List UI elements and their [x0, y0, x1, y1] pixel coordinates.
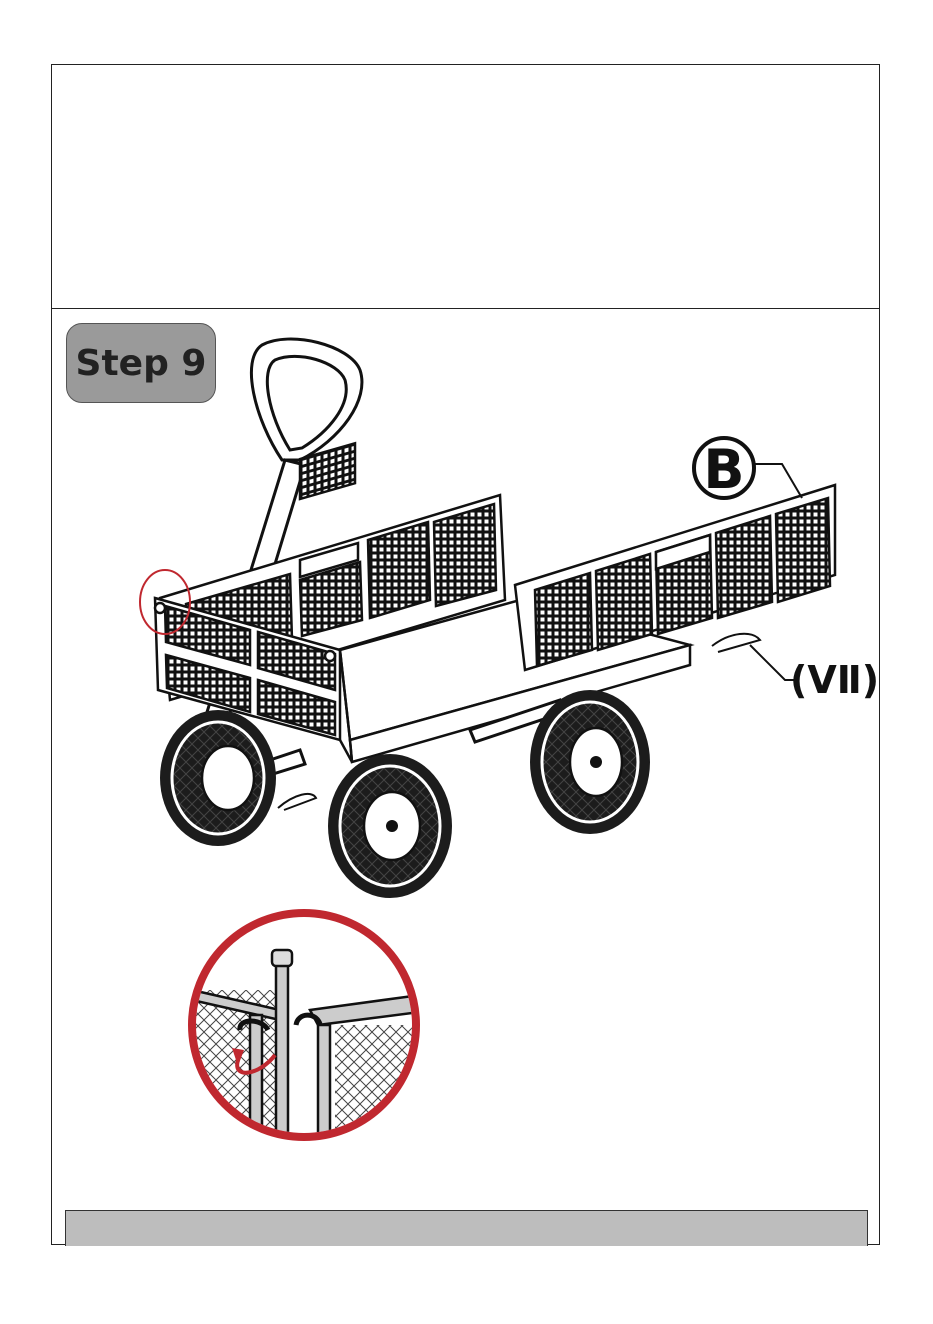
wheel-front-left: [160, 710, 276, 846]
part-b-label: B: [703, 438, 744, 501]
hook-detail-magnifier: [192, 913, 425, 1165]
pin-vii-label: (VⅡ): [790, 658, 879, 702]
wheel-rear-right: [530, 690, 650, 834]
loose-pin-icon: [278, 794, 316, 810]
part-b-callout: B: [694, 438, 802, 501]
wheel-front-right: [328, 754, 452, 898]
